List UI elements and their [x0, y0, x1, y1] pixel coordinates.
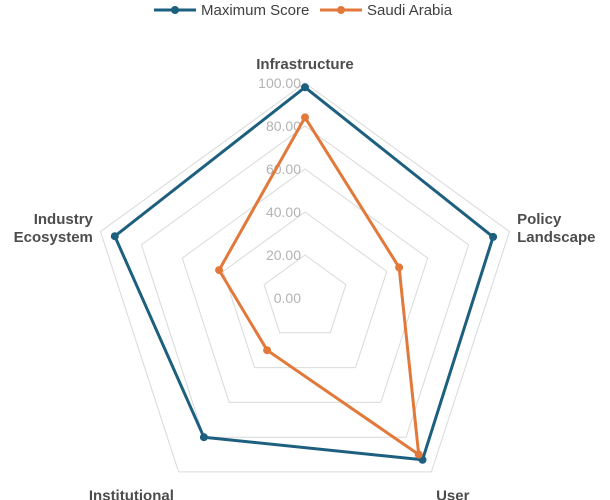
tick-label-5: 100.00 [258, 75, 301, 91]
grid-ring-2 [222, 211, 388, 369]
series-saudi-arabia [215, 113, 423, 459]
data-point-saudi-arabia-institutional-capacity[interactable] [263, 346, 272, 355]
legend-label-saudi-arabia: Saudi Arabia [367, 2, 453, 19]
data-point-saudi-arabia-policy-landscape[interactable] [395, 263, 404, 272]
axis-label-line: Institutional [89, 487, 174, 500]
axis-label-line: Landscape [517, 229, 595, 246]
tick-label-2: 40.00 [266, 204, 301, 220]
grid-ring-3 [181, 168, 429, 403]
radar-grid [99, 82, 511, 473]
grid-ring-5 [99, 82, 511, 473]
series-layer [110, 83, 498, 464]
data-point-saudi-arabia-user-adoption[interactable] [414, 450, 423, 459]
grid-ring-4 [140, 125, 470, 438]
series-line-saudi-arabia [217, 115, 421, 456]
legend-dot-maximum-score [171, 6, 179, 14]
legend: Maximum Score Saudi Arabia [154, 2, 453, 19]
axis-label-line: Policy [517, 211, 562, 228]
axis-label-infrastructure: Infrastructure [256, 56, 354, 73]
axis-label-line: Industry [34, 211, 94, 228]
data-point-maximum-score-institutional-capacity[interactable] [199, 433, 208, 442]
axis-label-line: Ecosystem [14, 229, 93, 246]
legend-item-saudi-arabia[interactable]: Saudi Arabia [320, 2, 453, 19]
axis-label-institutional-capacity: InstitutionalCapacity [89, 487, 175, 500]
series-maximum-score [110, 83, 498, 464]
axis-label-line: Infrastructure [256, 56, 354, 73]
axis-label-user-adoption: UserAdoption [436, 487, 502, 500]
grid-ring-1 [263, 254, 347, 334]
legend-dot-saudi-arabia [337, 6, 345, 14]
legend-label-maximum-score: Maximum Score [201, 2, 309, 19]
data-point-saudi-arabia-industry-ecosystem[interactable] [215, 266, 224, 275]
data-point-maximum-score-policy-landscape[interactable] [489, 232, 498, 241]
tick-label-4: 80.00 [266, 118, 301, 134]
axis-label-line: User [436, 487, 470, 500]
tick-label-0: 0.00 [274, 290, 301, 306]
tick-label-1: 20.00 [266, 247, 301, 263]
data-point-maximum-score-infrastructure[interactable] [301, 83, 309, 92]
axis-labels: InfrastructurePolicyLandscapeUserAdoptio… [14, 56, 596, 500]
legend-item-maximum-score[interactable]: Maximum Score [154, 2, 309, 19]
data-point-saudi-arabia-infrastructure[interactable] [301, 113, 309, 122]
data-point-maximum-score-industry-ecosystem[interactable] [110, 232, 119, 241]
series-line-maximum-score [113, 85, 495, 462]
